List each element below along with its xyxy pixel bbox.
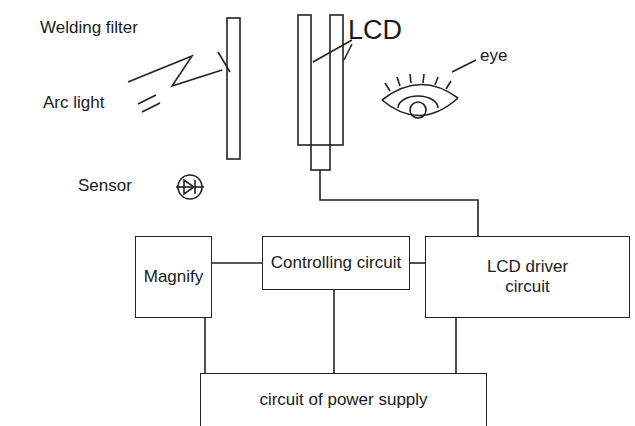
connector-line [410, 262, 425, 264]
part-label: eye [480, 47, 507, 66]
part-label: Arc light [43, 94, 104, 113]
connector-line [455, 318, 457, 373]
connector-line [204, 318, 206, 373]
box-label: Controlling circuit [271, 253, 401, 273]
light-ray [138, 95, 156, 104]
leader-line [344, 44, 352, 60]
process-box: Magnify [135, 236, 212, 318]
connector-line [212, 262, 262, 264]
connector-line [333, 290, 335, 373]
photodiode-symbol [176, 175, 204, 199]
process-box: circuit of power supply [200, 373, 487, 426]
arc-light-symbol [128, 56, 222, 86]
process-box: LCD driver circuit [425, 236, 630, 318]
lcd-wire [320, 170, 478, 236]
filter-mark [218, 52, 230, 72]
part-label: Welding filter [40, 19, 138, 38]
box-label: Magnify [144, 267, 204, 287]
light-ray [142, 103, 160, 112]
lcd-connector [311, 145, 330, 170]
leader-line [313, 40, 352, 62]
process-box: Controlling circuit [262, 236, 410, 290]
welding-filter-plate [227, 18, 240, 159]
part-label: Sensor [78, 177, 132, 196]
box-label: circuit of power supply [259, 390, 427, 410]
eye-symbol [382, 60, 476, 118]
box-label: LCD driver circuit [473, 257, 583, 298]
part-label: LCD [348, 16, 402, 46]
lcd-panel [298, 15, 311, 145]
lcd-panel [330, 15, 343, 145]
